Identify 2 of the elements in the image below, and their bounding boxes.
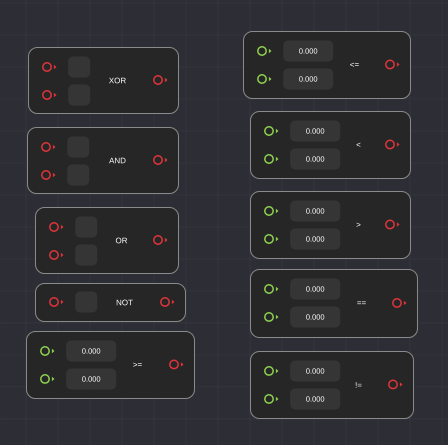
logic-node-card: AND (27, 127, 179, 194)
logic-node-card: NOT (35, 283, 186, 322)
